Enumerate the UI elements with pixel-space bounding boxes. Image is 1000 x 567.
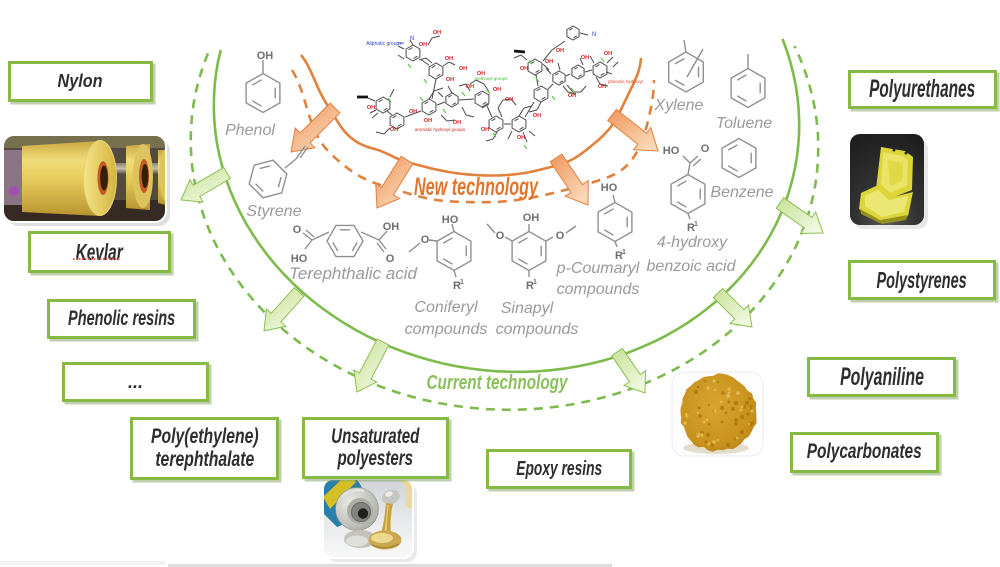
svg-text:Coniferyl: Coniferyl xyxy=(414,299,478,316)
svg-text:OH: OH xyxy=(419,42,427,48)
svg-text:OH: OH xyxy=(598,84,606,90)
svg-text:HO: HO xyxy=(442,214,459,226)
svg-text:R: R xyxy=(687,222,695,234)
svg-text:1: 1 xyxy=(622,249,626,256)
svg-text:OH: OH xyxy=(523,212,540,224)
svg-text:OH: OH xyxy=(533,113,541,119)
svg-text:HO: HO xyxy=(601,182,618,194)
svg-text:OH: OH xyxy=(520,66,528,72)
svg-text:OH: OH xyxy=(367,105,375,111)
svg-text:OH: OH xyxy=(424,118,432,124)
svg-text:Phenol: Phenol xyxy=(225,122,275,139)
svg-text:1: 1 xyxy=(533,279,537,286)
svg-text:OH: OH xyxy=(445,56,453,62)
svg-text:OH: OH xyxy=(466,84,474,90)
svg-text:Benzene: Benzene xyxy=(710,184,773,201)
svg-text:compounds: compounds xyxy=(496,321,579,338)
svg-text:Aliphatic groups: Aliphatic groups xyxy=(366,41,402,47)
svg-text:OH: OH xyxy=(545,59,553,65)
svg-text:OH: OH xyxy=(477,71,485,77)
svg-text:Terephthalic acid: Terephthalic acid xyxy=(289,264,417,283)
svg-text:OH: OH xyxy=(409,109,417,115)
svg-text:N: N xyxy=(410,36,414,42)
svg-text:O: O xyxy=(386,253,395,265)
svg-text:Toluene: Toluene xyxy=(716,115,772,132)
svg-text:O: O xyxy=(293,224,302,236)
svg-text:OH: OH xyxy=(459,66,467,72)
svg-text:OH: OH xyxy=(556,48,564,54)
svg-text:OH: OH xyxy=(481,127,489,133)
svg-text:OH: OH xyxy=(517,135,525,141)
svg-text:OH: OH xyxy=(505,97,513,103)
svg-text:OH: OH xyxy=(568,93,576,99)
svg-text:OH: OH xyxy=(581,55,589,61)
svg-text:O: O xyxy=(556,230,565,242)
svg-text:HO: HO xyxy=(291,253,308,265)
svg-text:aromatic hydroxyl groups: aromatic hydroxyl groups xyxy=(415,127,466,132)
svg-text:R: R xyxy=(526,280,534,292)
svg-text:OH: OH xyxy=(604,51,612,57)
svg-text:R: R xyxy=(615,250,623,262)
svg-text:OH: OH xyxy=(433,30,441,36)
svg-text:benzoic acid: benzoic acid xyxy=(647,258,737,275)
svg-text:phenolic hydroxyl: phenolic hydroxyl xyxy=(608,79,643,84)
svg-text:OH: OH xyxy=(493,87,501,93)
svg-text:1: 1 xyxy=(460,279,464,286)
svg-text:O: O xyxy=(701,143,710,155)
svg-text:N: N xyxy=(592,32,596,38)
svg-text:New technology: New technology xyxy=(414,173,539,201)
svg-text:OH: OH xyxy=(390,127,398,133)
svg-text:HO: HO xyxy=(663,145,680,157)
svg-text:methoxyl groups: methoxyl groups xyxy=(474,76,508,81)
svg-text:R: R xyxy=(453,280,461,292)
svg-text:OH: OH xyxy=(383,221,400,233)
svg-text:1: 1 xyxy=(694,221,698,228)
svg-text:compounds: compounds xyxy=(405,321,488,338)
svg-text:O: O xyxy=(421,234,430,246)
svg-text:OH: OH xyxy=(446,77,454,83)
svg-text:Sinapyl: Sinapyl xyxy=(501,300,554,317)
svg-text:Current technology: Current technology xyxy=(427,372,569,394)
svg-text:p-Coumaryl: p-Coumaryl xyxy=(556,260,640,277)
svg-text:O: O xyxy=(496,230,505,242)
svg-text:OH: OH xyxy=(453,120,461,126)
svg-text:Xylene: Xylene xyxy=(654,97,704,114)
svg-text:OH: OH xyxy=(257,50,274,62)
svg-text:compounds: compounds xyxy=(557,281,640,298)
svg-text:4-hydroxy: 4-hydroxy xyxy=(657,234,728,251)
svg-text:Styrene: Styrene xyxy=(246,203,301,220)
